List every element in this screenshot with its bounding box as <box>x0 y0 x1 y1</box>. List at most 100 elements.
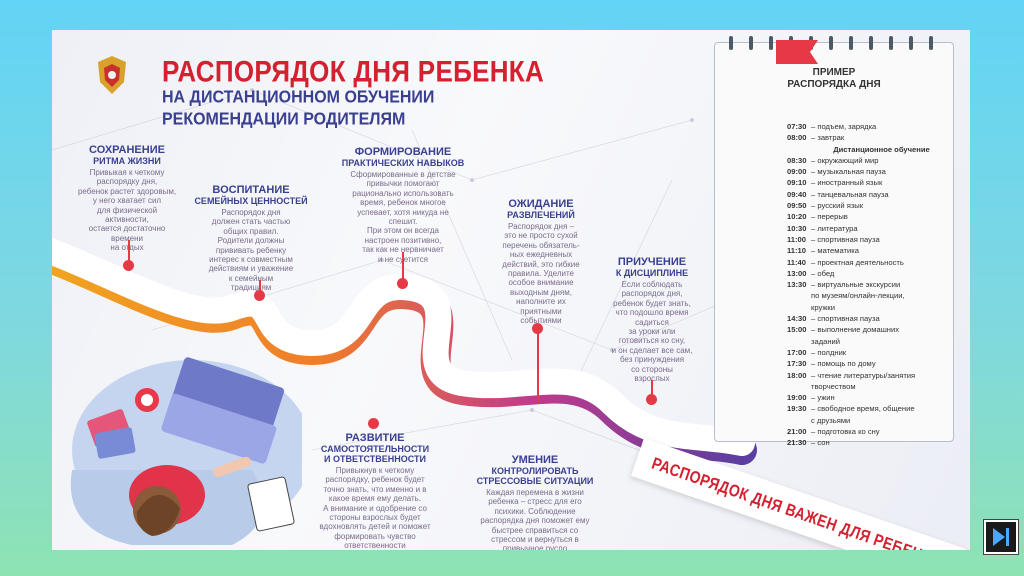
block-heading: УМЕНИЕ <box>511 454 559 466</box>
next-slide-icon <box>993 528 1009 546</box>
schedule-title: ПРИМЕР РАСПОРЯДКА ДНЯ <box>715 67 953 91</box>
schedule-activity: музыкальная пауза <box>811 166 952 177</box>
schedule-row: 08:00 завтрак <box>787 132 952 143</box>
pin-marker <box>368 418 379 429</box>
schedule-time: 13:00 <box>787 268 807 278</box>
schedule-activity: творчеством <box>811 381 856 391</box>
schedule-activity: завтрак <box>811 132 952 143</box>
schedule-row: кружки <box>787 302 952 313</box>
schedule-activity: окружающий мир <box>811 155 952 166</box>
schedule-title-line1: ПРИМЕР <box>812 67 856 78</box>
schedule-time: 13:30 <box>787 280 807 290</box>
schedule-time: 11:10 <box>787 246 807 256</box>
schedule-row: 17:00 полдник <box>787 347 952 358</box>
schedule-time: 17:00 <box>787 347 807 357</box>
schedule-row: 10:30 литература <box>787 223 952 234</box>
schedule-time: 21:30 <box>787 438 807 448</box>
schedule-activity: полдник <box>811 347 952 358</box>
block-subheading: ПРАКТИЧЕСКИХ НАВЫКОВ <box>341 158 465 168</box>
schedule-activity: помощь по дому <box>811 358 952 369</box>
schedule-row: 19:00ужин <box>787 392 952 403</box>
block-subheading: РАЗВЛЕЧЕНИЙ <box>507 210 575 220</box>
pin-line <box>537 333 539 403</box>
block-subheading: КОНТРОЛИРОВАТЬ СТРЕССОВЫЕ СИТУАЦИИ <box>476 466 594 486</box>
schedule-activity: спортивная пауза <box>811 234 952 245</box>
spiral-ring <box>749 36 753 50</box>
spiral-ring <box>869 36 873 50</box>
schedule-time: 08:00 <box>787 133 807 143</box>
spiral-ring <box>769 36 773 50</box>
schedule-activity: литература <box>811 223 952 234</box>
block-rhythm: СОХРАНЕНИЕ РИТМА ЖИЗНИ Привыкая к четком… <box>68 144 186 253</box>
block-heading: СОХРАНЕНИЕ <box>89 144 165 156</box>
page-title: РАСПОРЯДОК ДНЯ РЕБЕНКА <box>162 54 545 89</box>
schedule-list: 07:30 подъем, зарядка 08:00 завтракДистанци… <box>787 121 952 449</box>
schedule-activity: заданий <box>811 336 841 346</box>
page-subtitle-1: НА ДИСТАНЦИОННОМ ОБУЧЕНИИ <box>162 88 435 107</box>
block-text: Распорядок дня – это не просто сухой пер… <box>502 222 580 326</box>
schedule-activity: по музеям/онлайн-лекции, <box>811 291 905 301</box>
block-heading: ФОРМИРОВАНИЕ <box>354 146 452 158</box>
block-waiting: ОЖИДАНИЕ РАЗВЛЕЧЕНИЙ Распорядок дня – эт… <box>484 198 598 325</box>
schedule-time: 15:00 <box>787 325 807 335</box>
schedule-activity: обед <box>811 268 952 279</box>
schedule-row: 11:10 математика <box>787 245 952 256</box>
schedule-time: 14:30 <box>787 314 807 324</box>
next-slide-button[interactable] <box>984 520 1018 554</box>
schedule-activity: чтение литературы/занятия <box>811 370 952 381</box>
pin-line <box>259 280 261 292</box>
block-independence: РАЗВИТИЕ САМОСТОЯТЕЛЬНОСТИ И ОТВЕТСТВЕНН… <box>300 432 450 550</box>
schedule-row: заданий <box>787 336 952 347</box>
schedule-activity: танцевальная пауза <box>811 189 952 200</box>
schedule-activity: сон <box>811 437 952 448</box>
pin-line <box>128 240 130 262</box>
schedule-time: 09:10 <box>787 178 807 188</box>
block-heading: ОЖИДАНИЕ <box>508 198 574 210</box>
pin-marker <box>397 278 408 289</box>
schedule-time: 11:00 <box>787 234 807 244</box>
schedule-section: Дистанционное обучение <box>787 144 952 155</box>
schedule-row: 13:30виртуальные экскурсии <box>787 279 952 290</box>
schedule-row: 14:30 спортивная пауза <box>787 313 952 324</box>
schedule-activity: подготовка ко сну <box>811 426 952 437</box>
spiral-ring <box>729 36 733 50</box>
schedule-row: 17:30помощь по дому <box>787 358 952 369</box>
schedule-row: по музеям/онлайн-лекции, <box>787 290 952 301</box>
schedule-row: 13:00 обед <box>787 268 952 279</box>
block-heading: РАЗВИТИЕ <box>345 432 405 444</box>
block-discipline: ПРИУЧЕНИЕ К ДИСЦИПЛИНЕ Если соблюдать ра… <box>592 256 712 383</box>
block-subheading: РИТМА ЖИЗНИ <box>93 156 161 166</box>
schedule-time: 10:20 <box>787 212 807 222</box>
block-heading: ВОСПИТАНИЕ <box>212 184 290 196</box>
block-stress: УМЕНИЕ КОНТРОЛИРОВАТЬ СТРЕССОВЫЕ СИТУАЦИ… <box>460 454 610 550</box>
schedule-time: 07:30 <box>787 122 807 131</box>
schedule-activity: русский язык <box>811 200 952 211</box>
schedule-title-line2: РАСПОРЯДКА ДНЯ <box>787 79 881 90</box>
schedule-row: 18:00 чтение литературы/занятия <box>787 370 952 381</box>
schedule-time: 10:30 <box>787 223 807 233</box>
pin-marker <box>646 394 657 405</box>
block-subheading: САМОСТОЯТЕЛЬНОСТИ И ОТВЕТСТВЕННОСТИ <box>320 444 430 464</box>
schedule-row: 11:00 спортивная пауза <box>787 234 952 245</box>
coat-of-arms-icon <box>98 56 126 94</box>
block-subheading: СЕМЕЙНЫХ ЦЕННОСТЕЙ <box>194 196 308 206</box>
schedule-row: 07:30 подъем, зарядка <box>787 121 952 132</box>
schedule-activity: иностранный язык <box>811 177 952 188</box>
infographic-slide: РАСПОРЯДОК ДНЯ РЕБЕНКА НА ДИСТАНЦИОННОМ … <box>52 30 970 550</box>
page-subtitle-2: РЕКОМЕНДАЦИИ РОДИТЕЛЯМ <box>162 110 406 129</box>
background-network <box>52 88 773 501</box>
child-at-laptop-illustration <box>70 357 302 545</box>
block-text: Сформированные в детстве привычки помога… <box>350 170 456 264</box>
schedule-time: 18:00 <box>787 370 807 380</box>
schedule-activity: с друзьями <box>811 415 851 425</box>
block-skills: ФОРМИРОВАНИЕ ПРАКТИЧЕСКИХ НАВЫКОВ Сформи… <box>328 146 478 264</box>
block-text: Привыкнув к четкому распорядку, ребенок … <box>319 466 431 550</box>
schedule-activity: подъем, зарядка <box>811 121 952 132</box>
block-heading: ПРИУЧЕНИЕ <box>617 256 687 268</box>
spiral-ring <box>849 36 853 50</box>
schedule-activity: математика <box>811 245 952 256</box>
schedule-time: 09:00 <box>787 167 807 177</box>
schedule-activity: спортивная пауза <box>811 313 952 324</box>
schedule-row: 09:40 танцевальная пауза <box>787 189 952 200</box>
schedule-time: 09:40 <box>787 189 807 199</box>
